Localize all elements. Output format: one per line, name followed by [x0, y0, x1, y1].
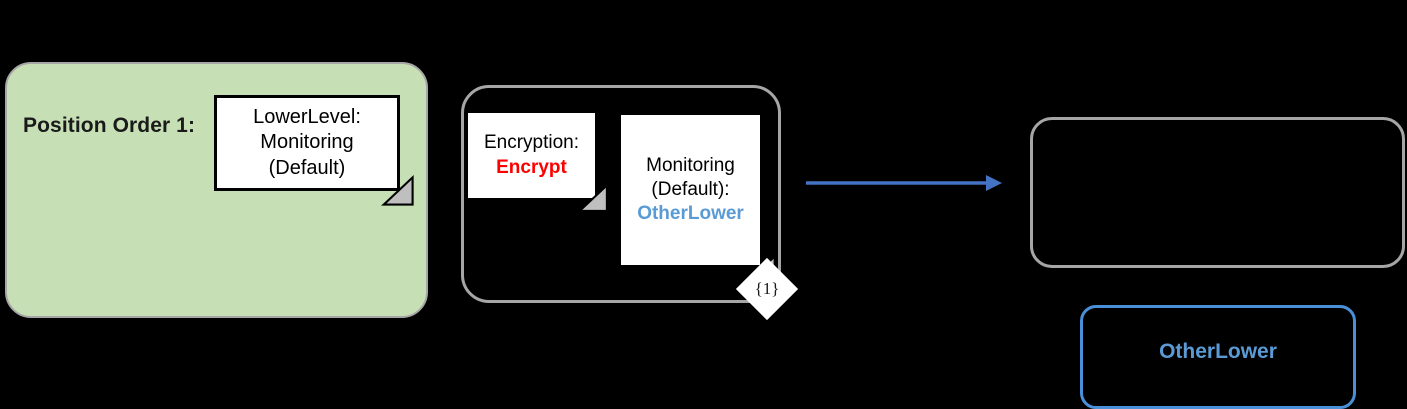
- note-monitoring[interactable]: Monitoring (Default): OtherLower: [618, 112, 776, 284]
- arrow-right-icon: [806, 175, 1002, 191]
- note-lower-level-line2: Monitoring: [260, 131, 354, 154]
- note-monitoring-line1: Monitoring: [646, 154, 735, 176]
- note-fold-icon: [381, 174, 414, 206]
- target-group[interactable]: [1030, 117, 1405, 268]
- note-monitoring-line2: (Default):: [651, 178, 730, 200]
- note-encryption-line1: Encryption:: [483, 132, 580, 154]
- note-encryption[interactable]: Encryption: Encrypt: [465, 110, 608, 212]
- note-lower-level-line1: LowerLevel:: [253, 105, 361, 128]
- other-lower-label: OtherLower: [1159, 340, 1277, 363]
- transition-arrow[interactable]: [806, 172, 1006, 194]
- note-encryption-value: Encrypt: [496, 156, 567, 178]
- note-lower-level-line3: (Default): [268, 156, 346, 179]
- position-order-label: Position Order 1:: [23, 114, 196, 137]
- note-monitoring-value: OtherLower: [637, 203, 744, 225]
- encryption-monitoring-group[interactable]: [461, 85, 781, 303]
- note-fold-icon: [577, 182, 608, 212]
- other-lower-box[interactable]: OtherLower: [1080, 305, 1356, 409]
- multiplicity-diamond[interactable]: {1}: [735, 257, 799, 321]
- note-lower-level[interactable]: LowerLevel: Monitoring (Default): [214, 95, 414, 206]
- multiplicity-label: {1}: [754, 279, 780, 298]
